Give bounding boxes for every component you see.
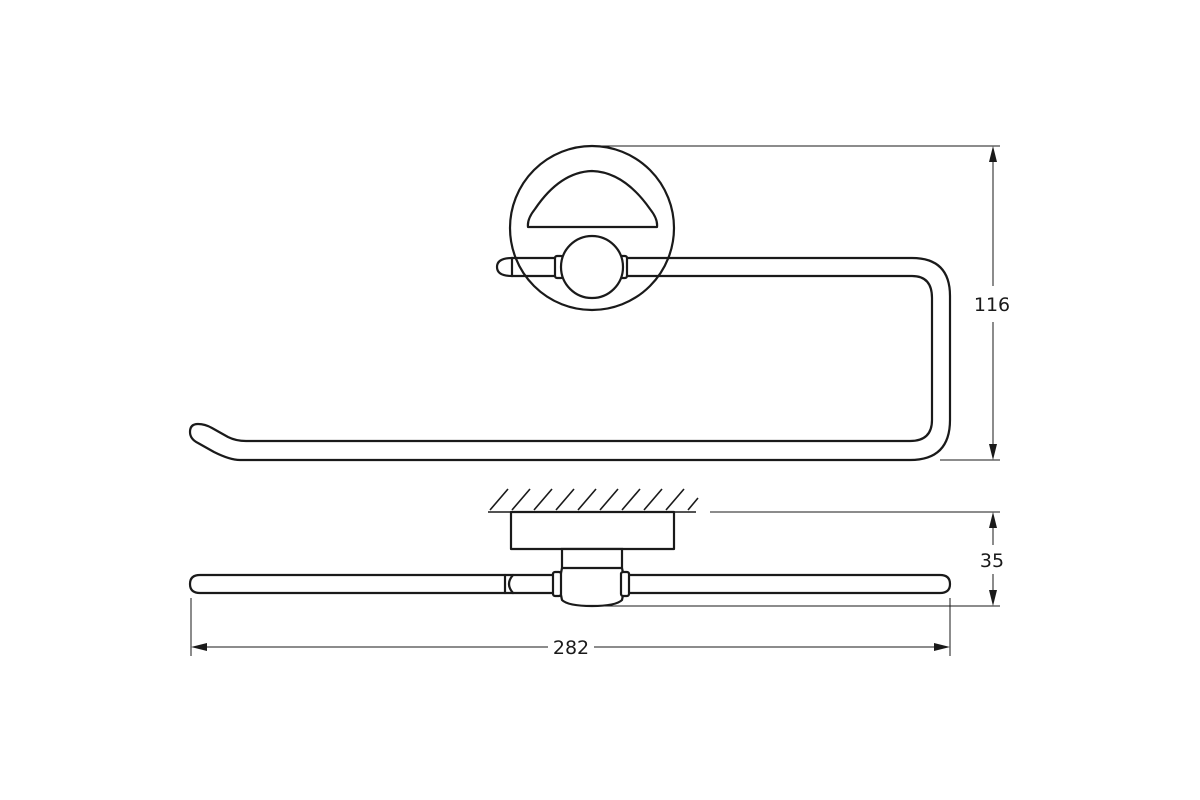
rosette-d-cutout: [526, 169, 659, 229]
top-view: [188, 488, 952, 608]
rail-top-view: [188, 573, 952, 595]
dimension-height: 116: [600, 145, 1010, 461]
dimension-depth: 35: [600, 511, 1004, 607]
rail-left-cap: [495, 256, 514, 278]
top-collar-left: [551, 570, 563, 598]
dimension-width: 282: [190, 598, 951, 659]
height-dimension-label: 116: [974, 294, 1010, 316]
rail-top-inner-cap: [507, 573, 515, 595]
depth-dimension-label: 35: [980, 550, 1004, 572]
width-dimension-label: 282: [553, 637, 589, 659]
top-collar-right: [619, 570, 631, 598]
front-view: [188, 144, 952, 462]
hook-rail-outer: [188, 256, 952, 462]
mount-hub: [559, 234, 625, 300]
wall-hatching: [488, 488, 699, 513]
base-plate-side: [509, 510, 676, 551]
mount-rosette-outer: [508, 144, 676, 312]
hub-side-body: [558, 547, 626, 608]
